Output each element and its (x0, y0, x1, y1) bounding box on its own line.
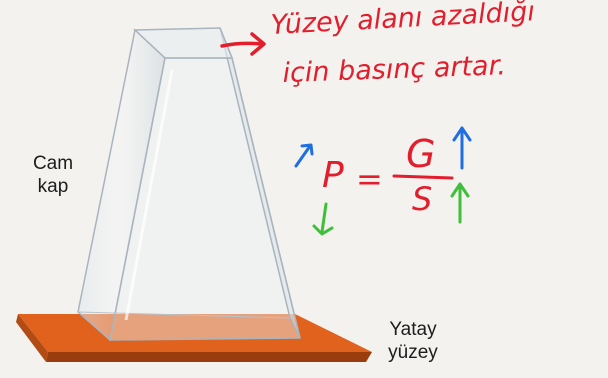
horizontal-surface-label-line1: Yatay (389, 319, 437, 340)
formula-equals-sign: = (356, 160, 383, 198)
formula-weight-symbol: G (406, 132, 436, 176)
right-arrow-icon (220, 32, 266, 56)
glass-container-label: Cam kap (22, 152, 84, 198)
glass-container (77, 27, 301, 342)
up-arrow-icon (452, 126, 472, 170)
glass-container-label-line1: Cam (32, 153, 74, 174)
formula-pressure-symbol: P (322, 155, 344, 196)
formula-area-symbol: S (412, 180, 433, 218)
horizontal-surface-label-line2: yüzey (388, 342, 438, 363)
glass-container-label-line2: kap (37, 176, 69, 197)
horizontal-surface-label: Yatay yüzey (378, 318, 448, 364)
fraction-bar (392, 174, 454, 180)
down-arrow-icon (312, 202, 334, 236)
up-arrow-icon (450, 182, 470, 224)
up-arrow-icon (294, 143, 314, 168)
